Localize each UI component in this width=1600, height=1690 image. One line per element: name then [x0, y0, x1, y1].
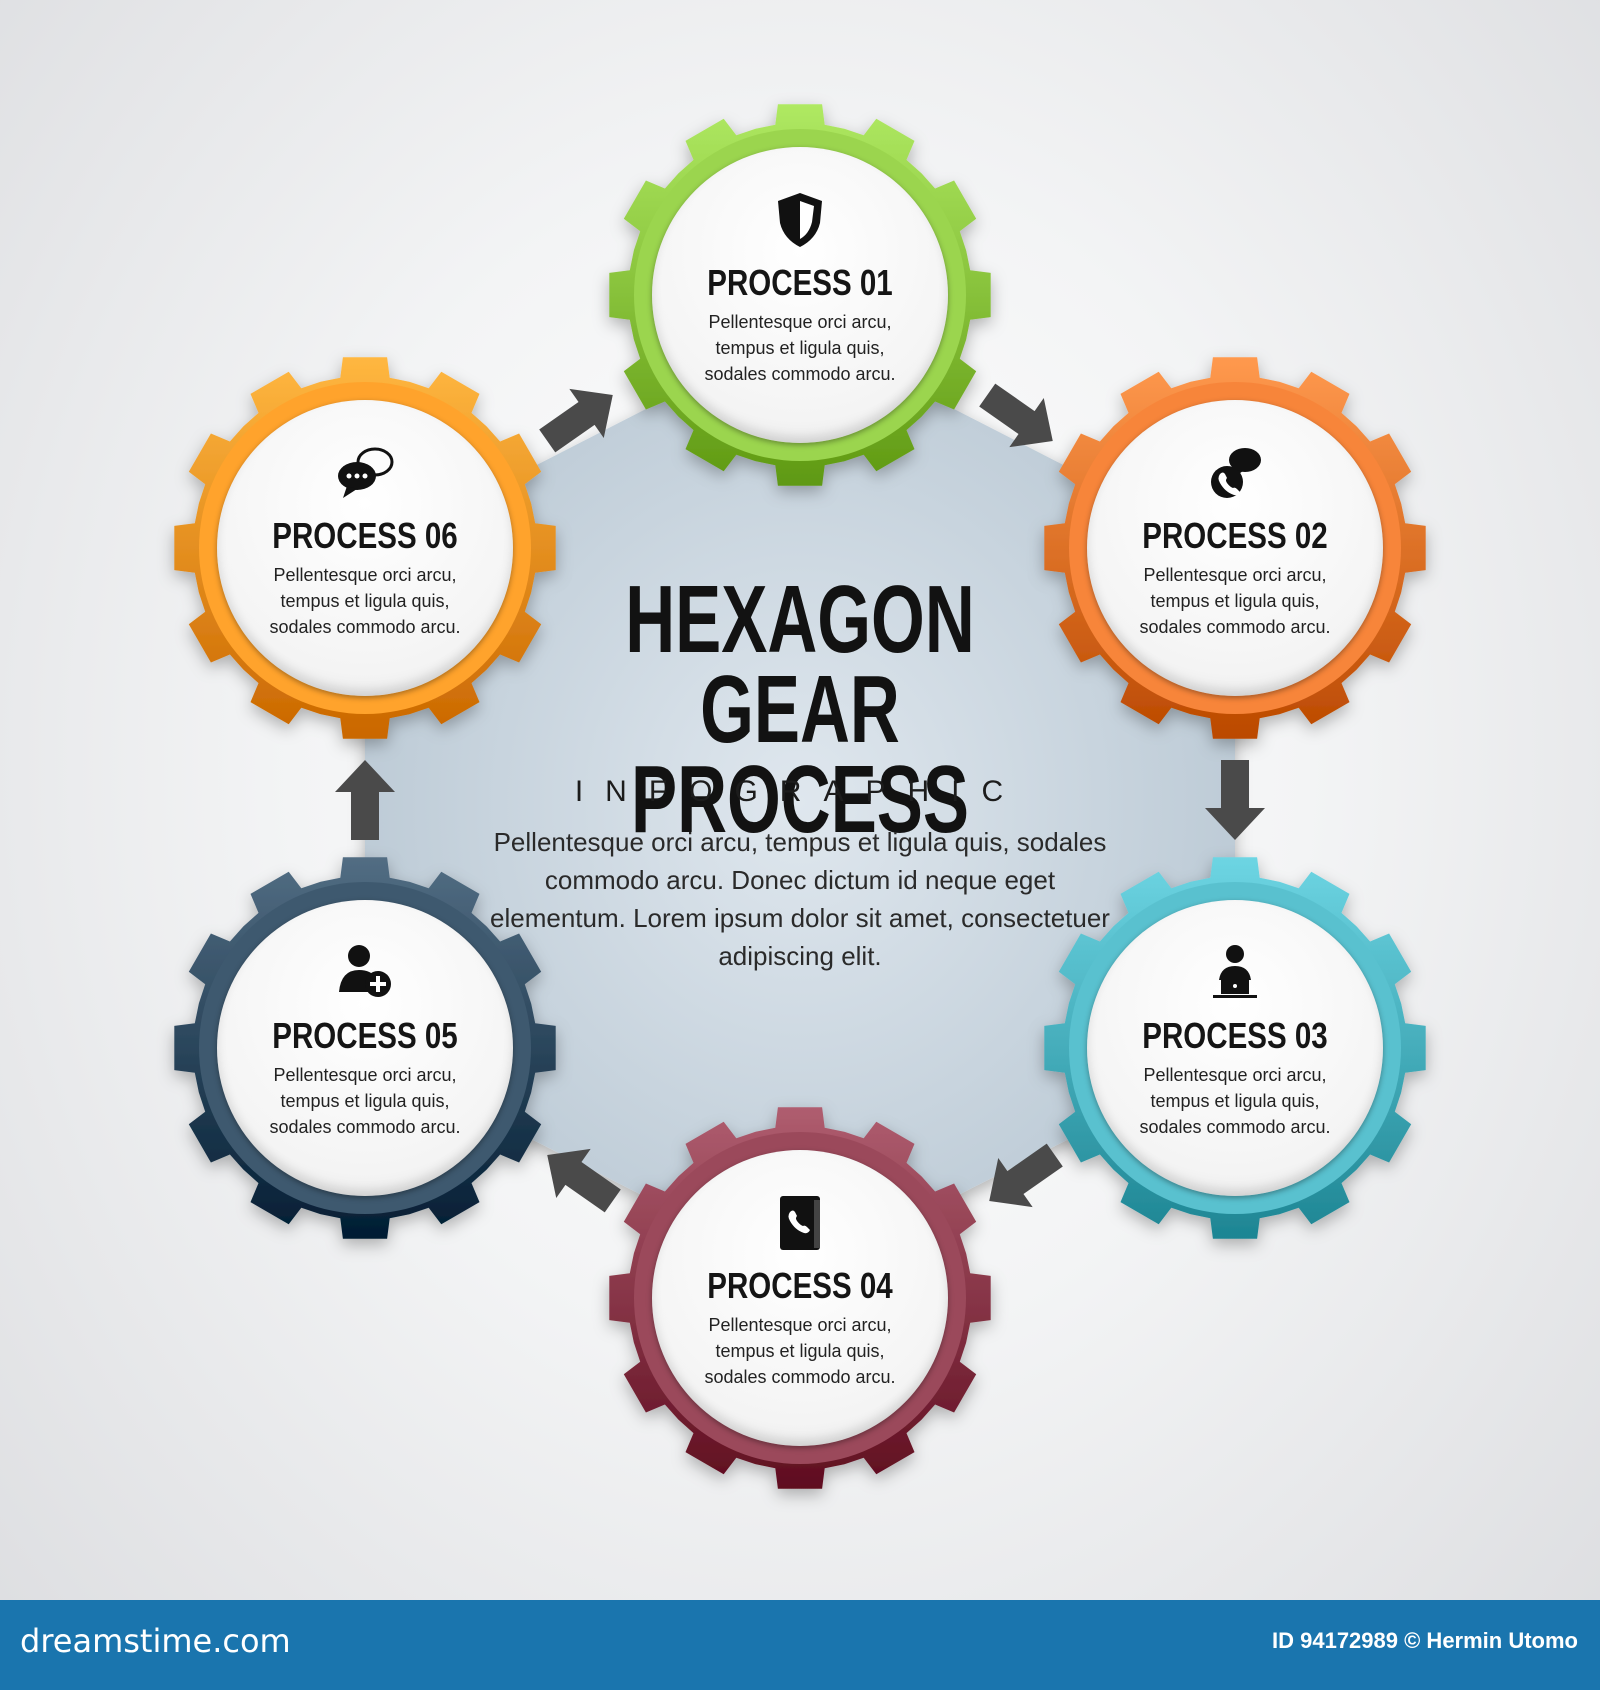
footer-site-link[interactable]: dreamstime.com — [20, 1622, 291, 1660]
flow-arrow-5 — [547, 1148, 621, 1213]
add-user-icon — [339, 945, 391, 997]
center-hexagon — [365, 330, 1235, 1275]
process-title: PROCESS 02 — [1142, 515, 1328, 556]
process-description: Pellentesque orci arcu, tempus et ligula… — [704, 1315, 896, 1387]
diagram-title: HEXAGON GEAR PROCESS — [480, 566, 1120, 853]
flow-arrow-4 — [989, 1143, 1063, 1208]
flow-arrow-6 — [335, 760, 395, 840]
process-card-06: PROCESS 06 Pellentesque orci arcu, tempus… — [217, 400, 513, 696]
diagram-body-text: Pellentesque orci arcu, tempus et ligula… — [490, 827, 1110, 971]
flow-arrow-1 — [539, 388, 613, 453]
process-card-04: PROCESS 04 Pellentesque orci arcu, tempus… — [652, 1150, 948, 1446]
footer-bar: dreamstime.com ID 94172989 © Hermin Utom… — [0, 1600, 1600, 1690]
chat-bubbles-icon — [338, 447, 394, 498]
process-description: Pellentesque orci arcu, tempus et ligula… — [1139, 565, 1331, 637]
footer-credit: ID 94172989 © Hermin Utomo — [1272, 1628, 1578, 1653]
process-card-03: PROCESS 03 Pellentesque orci arcu, tempus… — [1087, 900, 1383, 1196]
diagram-subtitle: INFOGRAPHIC — [574, 775, 1026, 808]
process-title: PROCESS 04 — [707, 1265, 893, 1306]
title-line-2: GEAR PROCESS — [630, 656, 969, 853]
phone-chat-icon — [1211, 448, 1261, 498]
process-card-02: PROCESS 02 Pellentesque orci arcu, tempus… — [1087, 400, 1383, 696]
process-description: Pellentesque orci arcu, tempus et ligula… — [1139, 1065, 1331, 1137]
shield-icon — [778, 193, 822, 247]
title-line-1: HEXAGON — [625, 566, 975, 673]
flow-arrow-3 — [1205, 760, 1265, 840]
process-title: PROCESS 01 — [707, 262, 893, 303]
phone-book-icon — [780, 1196, 820, 1250]
process-description: Pellentesque orci arcu, tempus et ligula… — [704, 312, 896, 384]
process-title: PROCESS 06 — [272, 515, 458, 556]
process-description: Pellentesque orci arcu, tempus et ligula… — [269, 1065, 461, 1137]
process-title: PROCESS 05 — [272, 1015, 458, 1056]
process-card-01: PROCESS 01 Pellentesque orci arcu, tempus… — [652, 147, 948, 443]
user-laptop-icon — [1213, 945, 1257, 998]
process-title: PROCESS 03 — [1142, 1015, 1328, 1056]
flow-arrow-2 — [979, 383, 1053, 448]
process-description: Pellentesque orci arcu, tempus et ligula… — [269, 565, 461, 637]
process-card-05: PROCESS 05 Pellentesque orci arcu, tempus… — [217, 900, 513, 1196]
